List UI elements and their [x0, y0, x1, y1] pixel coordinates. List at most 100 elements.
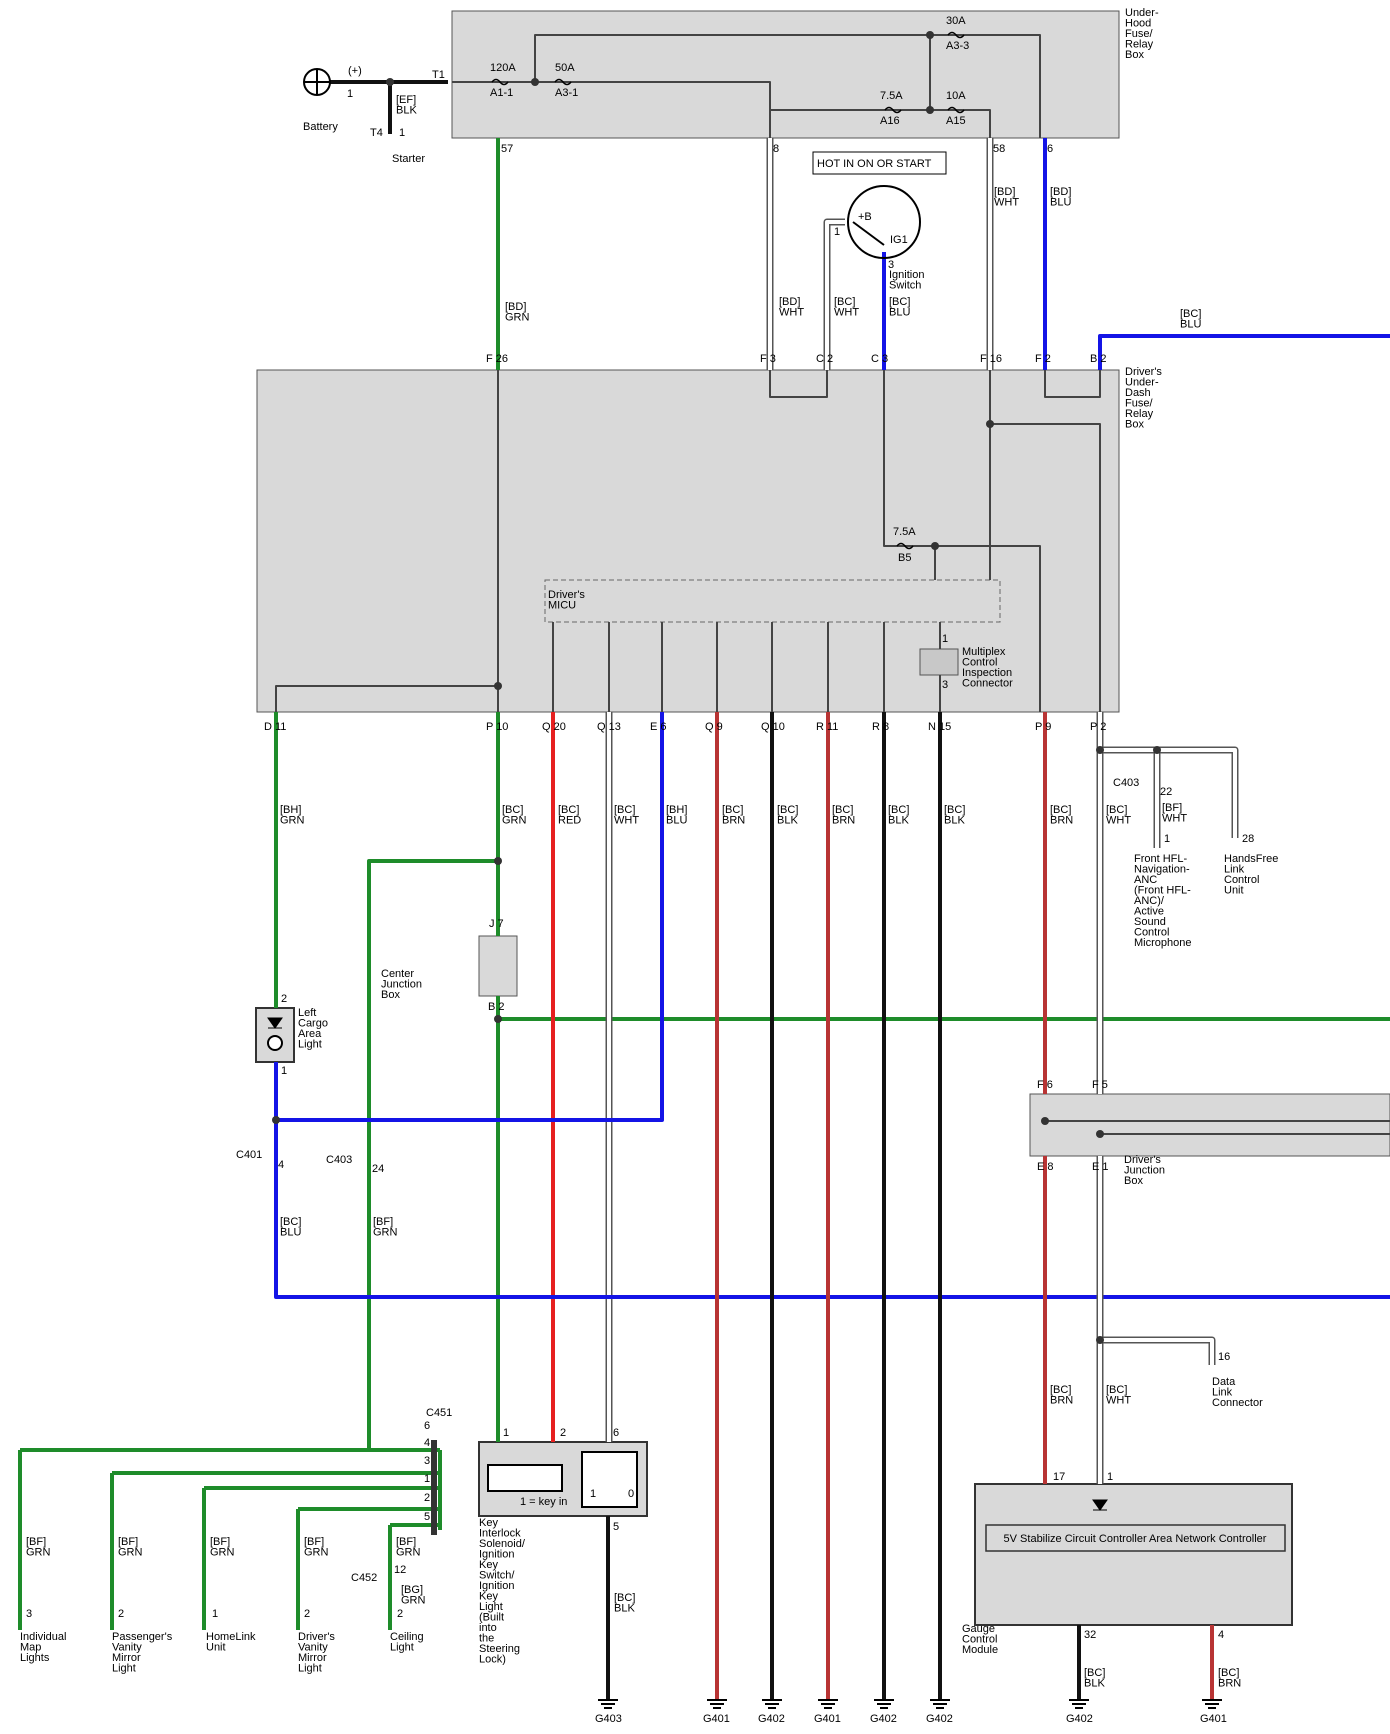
label-pins-r8: R 8: [872, 721, 889, 733]
label-wires-bc_wht: [BC]WHT: [834, 296, 859, 319]
label-pins-ki1: 1: [503, 1427, 509, 1439]
label-pins-p58: 58: [993, 143, 1005, 155]
label-fuses-2-amp: 30A: [946, 15, 966, 27]
label-pins-l1: 1: [212, 1608, 218, 1620]
hot-label-box: [812, 151, 947, 175]
label-components-plus: (+): [348, 65, 362, 77]
label-wires-bc_wht2: [BC]WHT: [614, 804, 639, 827]
diode-icon: [267, 1017, 283, 1029]
label-pins-c452_p: 12: [394, 1564, 406, 1576]
label-pins-g4: 4: [1218, 1629, 1224, 1641]
label-pins-f16: F 16: [980, 353, 1002, 365]
fuse-icons: [491, 31, 965, 550]
label-wires-bc_brn5: [BC]BRN: [1218, 1667, 1241, 1690]
label-pins-g17: 17: [1053, 1471, 1065, 1483]
wire-bc-grn: [367, 712, 500, 1452]
underdash-box: [256, 369, 1120, 713]
label-fuses-4-amp: 10A: [946, 90, 966, 102]
label-wires-bc_blk4: [BC]BLK: [614, 1592, 635, 1615]
underhood-bus: [452, 34, 1041, 138]
label-fuses-1-id: A3-1: [555, 87, 578, 99]
label-wires-bc_wht4: [BC]WHT: [1106, 1384, 1131, 1407]
ignition-switch-icon: [847, 185, 921, 259]
label-grounds-3: G401: [814, 1713, 841, 1725]
label-wires-bc_brn2: [BC]BRN: [832, 804, 855, 827]
label-grounds-7: G401: [1200, 1713, 1227, 1725]
label-pins-ki6: 6: [613, 1427, 619, 1439]
label-wires-bh_blu: [BH]BLU: [666, 804, 687, 827]
label-fuses-5-id: B5: [898, 552, 911, 564]
label-grounds-5: G402: [926, 1713, 953, 1725]
label-pins-p1: 1: [347, 88, 353, 100]
label-pins-j7: J 7: [489, 918, 504, 930]
label-wires-bc_blu_r: [BC]BLU: [1180, 308, 1201, 331]
label-fuses-0-amp: 120A: [490, 62, 516, 74]
label-pins-g32: 32: [1084, 1629, 1096, 1641]
label-boxes-keylight: 1 = key in: [520, 1496, 567, 1508]
label-pins-t1: T1: [432, 69, 445, 81]
label-pins-c451_3: 3: [424, 1455, 430, 1467]
label-wires-bf1: [BF]GRN: [26, 1536, 51, 1559]
label-pins-c401_p: 4: [278, 1159, 284, 1171]
label-wires-bf_grn: [BF]GRN: [373, 1216, 398, 1239]
underhood-box: [451, 10, 1120, 139]
gauge-control-module: [974, 1483, 1293, 1626]
label-wires-bc_brn4: [BC]BRN: [1050, 1384, 1073, 1407]
label-pins-p9: P 9: [1035, 721, 1051, 733]
label-pins-t4: T4: [370, 127, 383, 139]
label-pins-c451_1: 1: [424, 1473, 430, 1485]
label-wires-bf2: [BF]GRN: [118, 1536, 143, 1559]
label-pins-lc1: 1: [281, 1065, 287, 1077]
label-wires-bd_wht2: [BD]WHT: [994, 186, 1019, 209]
label-fuses-1-amp: 50A: [555, 62, 575, 74]
label-pins-b2: B 2: [1090, 353, 1107, 365]
label-fuses-3-id: A16: [880, 115, 900, 127]
label-pins-l3: 3: [26, 1608, 32, 1620]
label-wires-bc_blk2: [BC]BLK: [888, 804, 909, 827]
micu-pins: [552, 622, 941, 712]
label-pins-d11: D 11: [264, 721, 286, 733]
label-pins-ig_3: 3: [888, 259, 894, 271]
label-pins-ki_sw0: 0: [628, 1488, 634, 1500]
multiplex-connector-box: [919, 648, 959, 676]
label-pins-ki2: 2: [560, 1427, 566, 1439]
label-pins-p57: 57: [501, 143, 513, 155]
label-pins-c451_6: 6: [424, 1420, 430, 1432]
label-pins-p8: 8: [773, 143, 779, 155]
label-pins-p10: P 10: [486, 721, 508, 733]
label-wires-bh_grn: [BH]GRN: [280, 804, 305, 827]
label-grounds-0: G403: [595, 1713, 622, 1725]
label-pins-c401: C401: [236, 1149, 262, 1161]
label-pins-q20: Q 20: [542, 721, 566, 733]
can-controller-box: [985, 1524, 1286, 1552]
label-pins-ig_1: 1: [834, 226, 840, 238]
can-controller-label: 5V Stabilize Circuit Controller Area Net…: [1004, 1533, 1267, 1545]
drivers-junction-box: [1029, 1093, 1390, 1157]
label-pins-p_t4: 1: [399, 127, 405, 139]
solenoid-icon: [487, 1464, 563, 1492]
ground-symbols: [598, 1699, 1222, 1709]
label-pins-f6: F 6: [1037, 1079, 1053, 1091]
drivers-jb-internal: [1045, 1120, 1390, 1135]
label-pins-n15: N 15: [928, 721, 951, 733]
label-pins-q13: Q 13: [597, 721, 621, 733]
label-components-front_mic: Front HFL-Navigation-ANC(Front HFL-ANC)/…: [1134, 853, 1191, 949]
key-switch-icon: [581, 1451, 638, 1508]
label-pins-c403b_p: 24: [372, 1163, 384, 1175]
label-wires-bc_red: [BC]RED: [558, 804, 581, 827]
label-wires-bg: [BG]GRN: [401, 1584, 426, 1607]
label-grounds-2: G402: [758, 1713, 785, 1725]
